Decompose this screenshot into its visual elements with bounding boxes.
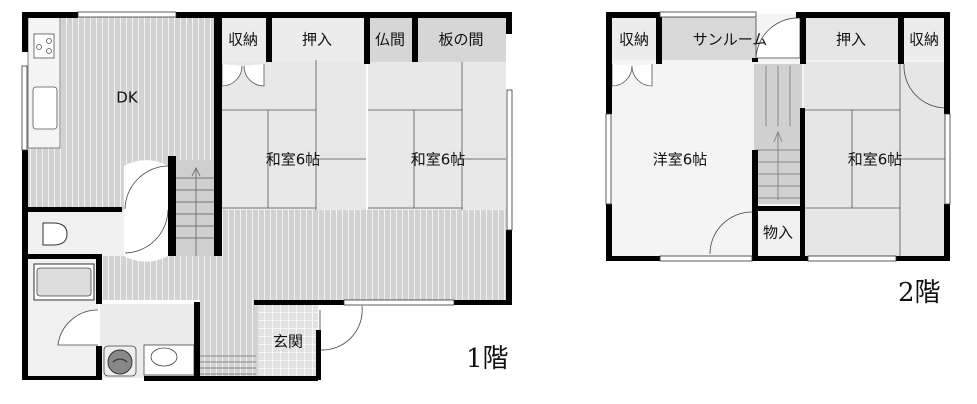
room-label-sunroom: サンルーム bbox=[692, 30, 768, 49]
floor1-plan bbox=[21, 11, 513, 381]
floor2-plan bbox=[605, 11, 951, 262]
room-label-youshitsu: 洋室6帖 bbox=[652, 150, 708, 169]
room-label-washitsu-a: 和室6帖 bbox=[265, 150, 321, 169]
floor1-label: 1階 bbox=[466, 344, 509, 374]
toilet-icon bbox=[42, 222, 68, 246]
stove-icon bbox=[33, 33, 55, 59]
room-label-closet-right: 収納 bbox=[908, 30, 940, 49]
room-label-dk: DK bbox=[116, 88, 138, 107]
room-label-monoire: 物入 bbox=[762, 223, 794, 242]
room-label-butsuma: 仏間 bbox=[374, 30, 406, 49]
floor2-label: 2階 bbox=[898, 278, 941, 308]
room-label-oshiire-2f: 押入 bbox=[835, 30, 867, 49]
toilet-room bbox=[28, 210, 124, 256]
genkan-floor bbox=[258, 304, 318, 376]
washing-machine-icon bbox=[107, 349, 133, 375]
room-label-oshiire: 押入 bbox=[301, 30, 333, 49]
sink-icon bbox=[32, 86, 58, 130]
room-label-itanoma: 板の間 bbox=[438, 30, 484, 49]
room-label-closet-left: 収納 bbox=[618, 30, 650, 49]
room-label-washitsu-2f: 和室6帖 bbox=[847, 150, 903, 169]
room-label-washitsu-b: 和室6帖 bbox=[410, 150, 466, 169]
room-label-closet: 収納 bbox=[227, 30, 259, 49]
room-label-genkan: 玄関 bbox=[272, 332, 304, 351]
stairs-floor1 bbox=[170, 160, 218, 256]
